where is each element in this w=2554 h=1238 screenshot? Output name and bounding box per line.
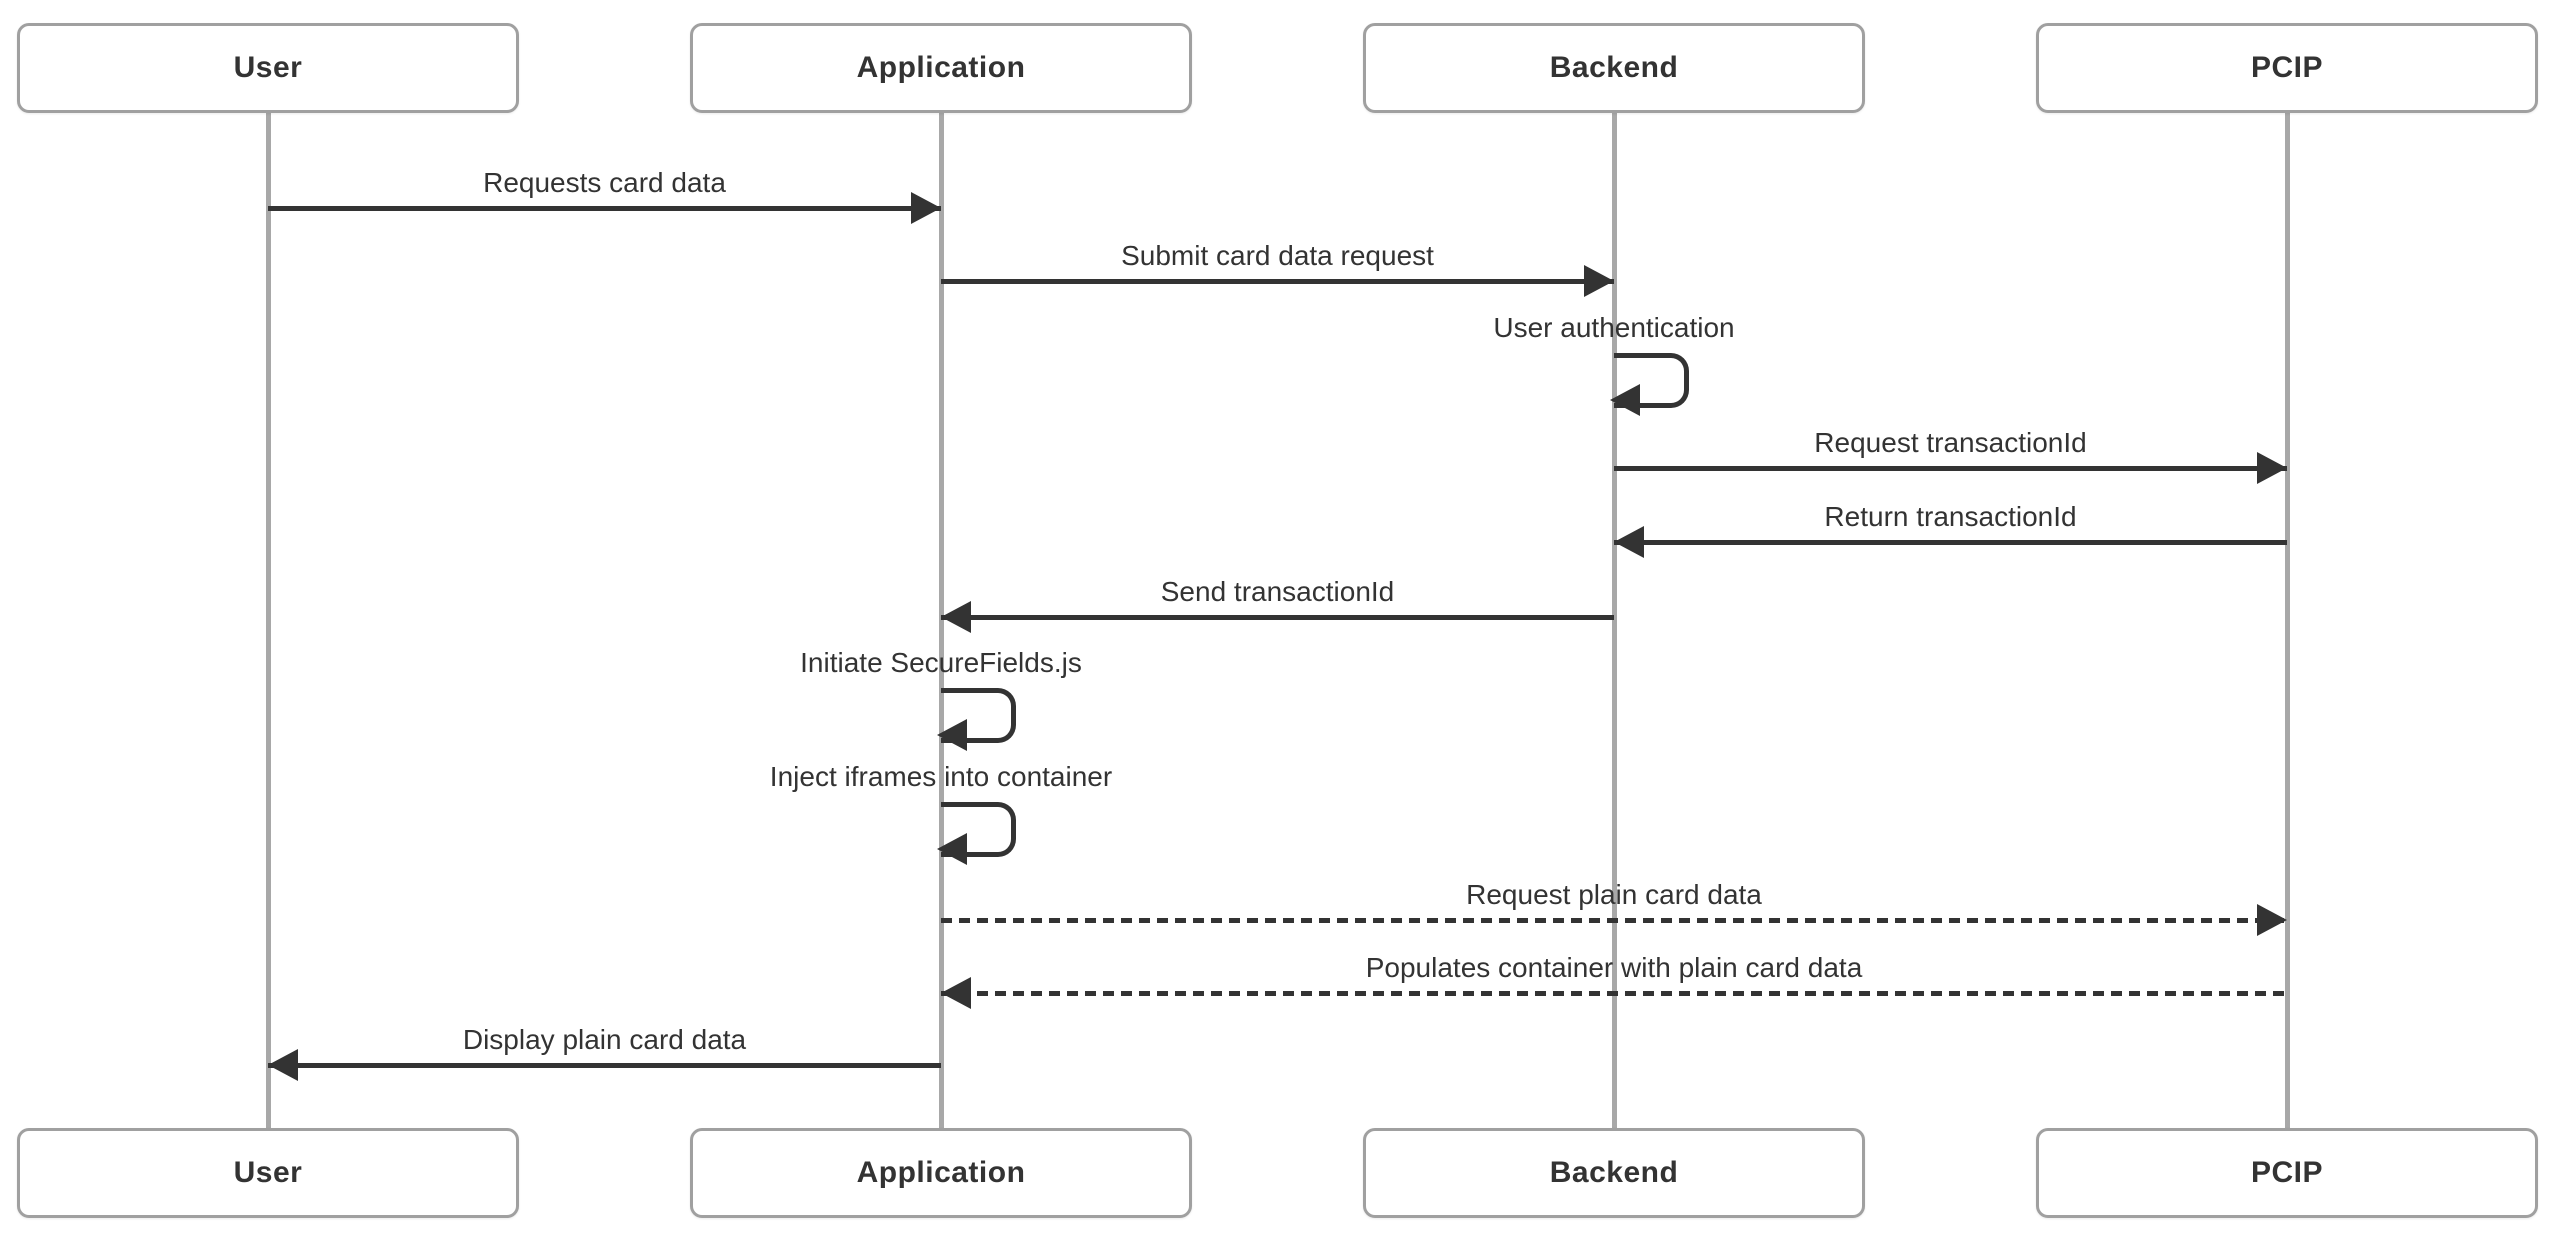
message-label-6: Initiate SecureFields.js — [800, 647, 1082, 678]
message-arrowhead-1 — [1584, 265, 1614, 297]
lifeline-pcip — [2285, 113, 2290, 1128]
message-arrowhead-10 — [268, 1049, 298, 1081]
message-line-0 — [268, 206, 941, 211]
message-line-4 — [1614, 540, 2287, 545]
actor-label-application-top: Application — [856, 51, 1026, 84]
actor-pcip-bottom-box: PCIP — [2036, 1128, 2538, 1218]
message-label-1: Submit card data request — [1121, 240, 1434, 271]
message-label-8: Request plain card data — [1466, 879, 1762, 910]
message-line-3 — [1614, 466, 2287, 471]
message-line-1 — [941, 279, 1614, 284]
actor-pcip-top-box: PCIP — [2036, 23, 2538, 113]
self-loop-arrowhead-6 — [937, 719, 967, 751]
lifeline-backend — [1612, 113, 1617, 1128]
actor-label-backend-bottom: Backend — [1549, 1156, 1679, 1189]
message-arrowhead-9 — [941, 977, 971, 1009]
message-label-10: Display plain card data — [462, 1024, 747, 1055]
message-arrowhead-4 — [1614, 526, 1644, 558]
self-loop-arrowhead-7 — [937, 833, 967, 865]
self-loop-7 — [941, 802, 1016, 857]
message-label-4: Return transactionId — [1824, 501, 2077, 532]
message-line-8 — [941, 918, 2287, 923]
self-loop-2 — [1614, 353, 1689, 408]
message-label-3: Request transactionId — [1814, 427, 2087, 458]
message-label-7: Inject iframes into container — [769, 761, 1113, 792]
actor-label-backend-top: Backend — [1549, 51, 1679, 84]
message-arrowhead-0 — [911, 192, 941, 224]
message-line-5 — [941, 615, 1614, 620]
actor-application-top-box: Application — [690, 23, 1192, 113]
actor-label-user-bottom: User — [233, 1156, 303, 1189]
message-arrowhead-5 — [941, 601, 971, 633]
message-arrowhead-3 — [2257, 452, 2287, 484]
actor-label-pcip-bottom: PCIP — [2250, 1156, 2324, 1189]
actor-label-application-bottom: Application — [856, 1156, 1026, 1189]
actor-backend-bottom-box: Backend — [1363, 1128, 1865, 1218]
actor-label-pcip-top: PCIP — [2250, 51, 2324, 84]
message-label-5: Send transactionId — [1160, 576, 1395, 607]
actor-user-bottom-box: User — [17, 1128, 519, 1218]
message-arrowhead-8 — [2257, 904, 2287, 936]
message-line-10 — [268, 1063, 941, 1068]
self-loop-arrowhead-2 — [1610, 384, 1640, 416]
lifeline-user — [266, 113, 271, 1128]
message-label-0: Requests card data — [483, 167, 726, 198]
message-line-9 — [941, 991, 2287, 996]
actor-user-top-box: User — [17, 23, 519, 113]
actor-label-user-top: User — [233, 51, 303, 84]
actor-backend-top-box: Backend — [1363, 23, 1865, 113]
message-label-9: Populates container with plain card data — [1365, 952, 1863, 983]
message-label-2: User authentication — [1493, 312, 1735, 343]
self-loop-6 — [941, 688, 1016, 743]
actor-application-bottom-box: Application — [690, 1128, 1192, 1218]
